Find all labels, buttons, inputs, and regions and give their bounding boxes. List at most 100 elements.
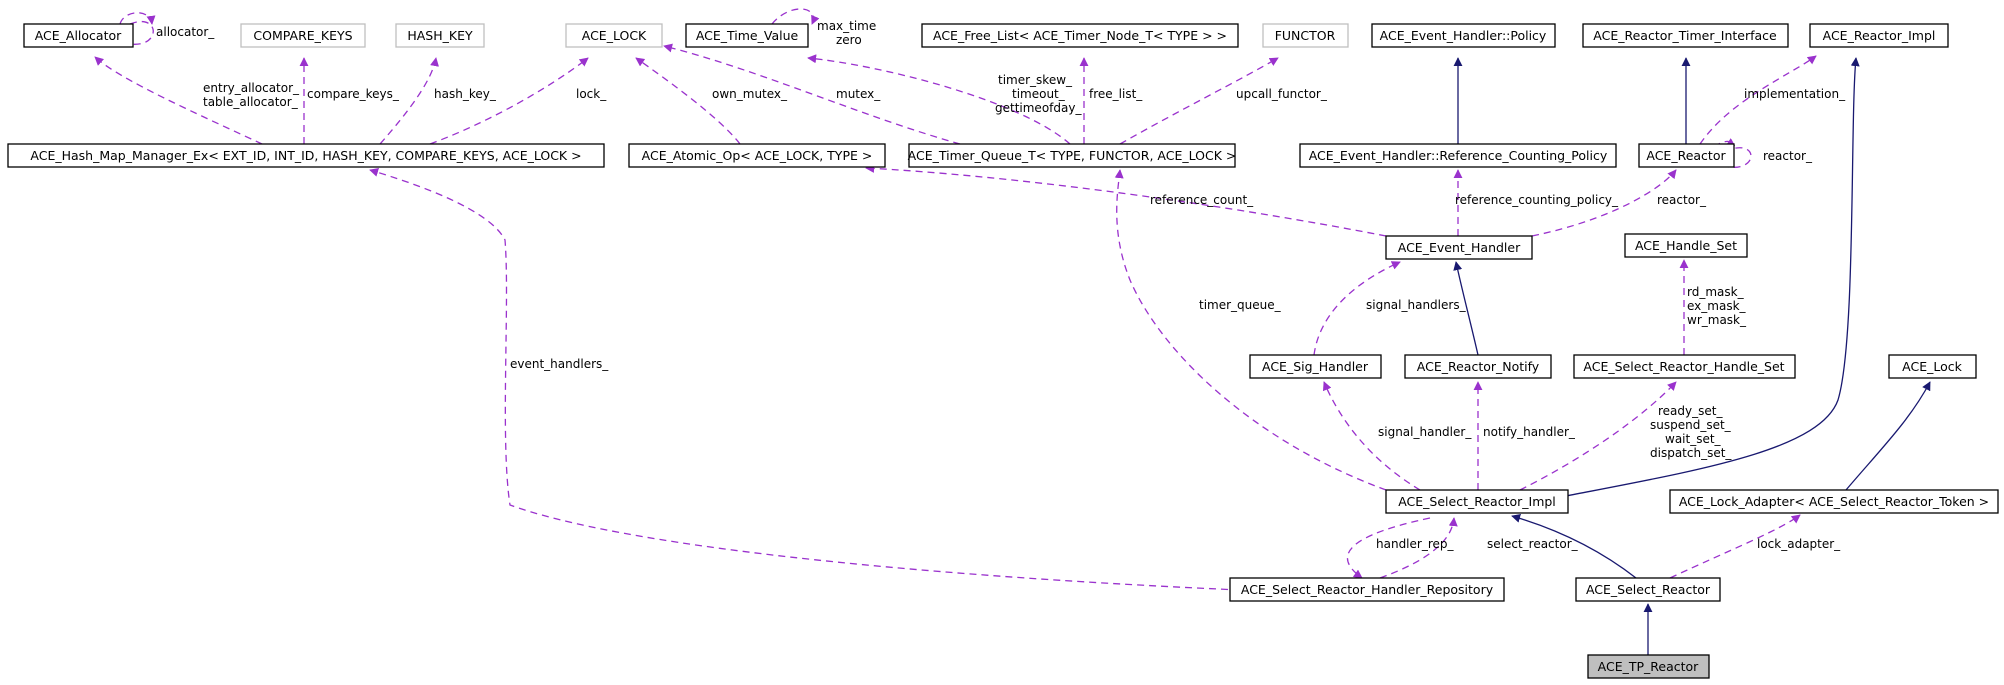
edge-impl-repo	[1346, 517, 1431, 579]
node-handler-repository[interactable]: ACE_Select_Reactor_Handler_Repository	[1229, 577, 1505, 602]
label-hash-key: hash_key_	[434, 87, 497, 101]
node-reactor[interactable]: ACE_Reactor	[1638, 143, 1735, 168]
node-ace-lock[interactable]: ACE_Lock	[1888, 354, 1977, 379]
label-compare-keys: compare_keys_	[307, 87, 400, 101]
node-select-reactor-impl[interactable]: ACE_Select_Reactor_Impl	[1385, 489, 1569, 514]
label-reactor-eh: reactor_	[1657, 193, 1707, 207]
edge-impl-hsset	[1519, 381, 1677, 491]
edge-hashmap-ace-lock	[429, 57, 589, 145]
label-event-handlers: event_handlers_	[510, 357, 609, 371]
node-rc-policy[interactable]: ACE_Event_Handler::Reference_Counting_Po…	[1299, 143, 1617, 168]
svg-text:ACE_Allocator: ACE_Allocator	[35, 28, 122, 43]
label-entry-allocator: entry_allocator_	[203, 81, 300, 95]
edge-labels: allocator_ entry_allocator_ table_alloca…	[156, 19, 1846, 551]
node-tp-reactor[interactable]: ACE_TP_Reactor	[1587, 654, 1710, 679]
node-functor[interactable]: FUNCTOR	[1262, 23, 1349, 48]
node-select-reactor[interactable]: ACE_Select_Reactor	[1575, 577, 1721, 602]
svg-text:ACE_Timer_Queue_T< TYPE, FUNCT: ACE_Timer_Queue_T< TYPE, FUNCTOR, ACE_LO…	[908, 148, 1237, 163]
label-lock-adapter: lock_adapter_	[1757, 537, 1841, 551]
label-max-time: max_time	[817, 19, 876, 33]
svg-text:ACE_Lock: ACE_Lock	[1902, 359, 1962, 374]
svg-text:ACE_Handle_Set: ACE_Handle_Set	[1635, 238, 1737, 253]
label-wr-mask: wr_mask_	[1687, 313, 1747, 327]
node-allocator[interactable]: ACE_Allocator	[23, 23, 134, 48]
label-signal-handlers: signal_handlers_	[1366, 298, 1467, 312]
edge-impl-reactorimpl	[1565, 57, 1860, 497]
label-mutex: mutex_	[836, 87, 881, 101]
edge-atomic-ace-lock	[635, 57, 741, 145]
edge-selreactor-lockadapter	[1669, 514, 1801, 579]
node-select-handle-set[interactable]: ACE_Select_Reactor_Handle_Set	[1573, 354, 1796, 379]
edge-lockadapter-acelock	[1845, 381, 1931, 491]
node-free-list[interactable]: ACE_Free_List< ACE_Timer_Node_T< TYPE > …	[921, 23, 1239, 48]
label-timer-skew: timer_skew_	[998, 73, 1073, 87]
label-timer-queue: timer_queue_	[1199, 298, 1282, 312]
svg-text:ACE_LOCK: ACE_LOCK	[582, 28, 647, 43]
edge-impl-sig	[1322, 381, 1421, 491]
node-timer-interface[interactable]: ACE_Reactor_Timer_Interface	[1582, 23, 1789, 48]
node-atomic-op[interactable]: ACE_Atomic_Op< ACE_LOCK, TYPE >	[628, 143, 886, 168]
edge-timerqueue-ace-lock	[663, 43, 961, 145]
label-reference-counting-policy: reference_counting_policy_	[1455, 193, 1619, 207]
edge-eh-atomic	[865, 163, 1387, 237]
node-event-handler[interactable]: ACE_Event_Handler	[1385, 235, 1533, 260]
node-hash-key[interactable]: HASH_KEY	[395, 23, 485, 48]
edge-allocator-self	[129, 21, 154, 45]
edge-repo-impl	[1379, 517, 1458, 579]
edge-notify-eh	[1453, 261, 1479, 356]
label-upcall-functor: upcall_functor_	[1236, 87, 1328, 101]
svg-text:ACE_Select_Reactor_Handler_Rep: ACE_Select_Reactor_Handler_Repository	[1241, 582, 1494, 597]
label-suspend-set: suspend_set_	[1650, 418, 1732, 432]
label-implementation: implementation_	[1744, 87, 1846, 101]
node-handle-set[interactable]: ACE_Handle_Set	[1624, 233, 1748, 258]
svg-text:COMPARE_KEYS: COMPARE_KEYS	[253, 28, 352, 43]
edge-repo-hashmap	[369, 168, 1241, 591]
edge-selreactor-impl	[1511, 513, 1637, 579]
label-reference-count: reference_count_	[1150, 193, 1254, 207]
edge-impl-timerqueue	[1114, 169, 1387, 491]
svg-text:ACE_Lock_Adapter< ACE_Select_R: ACE_Lock_Adapter< ACE_Select_Reactor_Tok…	[1679, 494, 1989, 509]
svg-text:ACE_Select_Reactor: ACE_Select_Reactor	[1586, 582, 1711, 597]
label-ready-set: ready_set_	[1658, 404, 1723, 418]
nodes: ACE_Allocator COMPARE_KEYS HASH_KEY ACE_…	[7, 23, 1999, 679]
svg-text:ACE_Free_List< ACE_Timer_Node_: ACE_Free_List< ACE_Timer_Node_T< TYPE > …	[933, 28, 1227, 43]
node-lock-adapter[interactable]: ACE_Lock_Adapter< ACE_Select_Reactor_Tok…	[1669, 489, 1999, 514]
edge-allocator-self-b	[119, 12, 156, 25]
node-eh-policy[interactable]: ACE_Event_Handler::Policy	[1371, 23, 1556, 48]
svg-text:ACE_TP_Reactor: ACE_TP_Reactor	[1598, 659, 1700, 674]
label-gettimeofday: gettimeofday_	[995, 101, 1082, 115]
svg-text:ACE_Time_Value: ACE_Time_Value	[696, 28, 799, 43]
label-reactor-self: reactor_	[1763, 149, 1813, 163]
svg-text:ACE_Reactor_Timer_Interface: ACE_Reactor_Timer_Interface	[1593, 28, 1777, 43]
node-ace-lock-template[interactable]: ACE_LOCK	[565, 23, 663, 48]
label-rd-mask: rd_mask_	[1687, 285, 1745, 299]
node-hash-map-manager[interactable]: ACE_Hash_Map_Manager_Ex< EXT_ID, INT_ID,…	[7, 143, 605, 168]
label-allocator-self: allocator_	[156, 25, 215, 39]
label-lock: lock_	[576, 87, 607, 101]
node-timer-queue[interactable]: ACE_Timer_Queue_T< TYPE, FUNCTOR, ACE_LO…	[908, 143, 1237, 168]
svg-text:ACE_Select_Reactor_Impl: ACE_Select_Reactor_Impl	[1398, 494, 1556, 509]
edge-reactor-reactorimpl	[1699, 55, 1817, 145]
node-sig-handler[interactable]: ACE_Sig_Handler	[1249, 354, 1382, 379]
edge-eh-reactor	[1531, 169, 1677, 237]
label-free-list: free_list_	[1089, 87, 1143, 101]
edge-sig-eh	[1313, 261, 1401, 356]
svg-text:ACE_Event_Handler::Reference_C: ACE_Event_Handler::Reference_Counting_Po…	[1309, 148, 1608, 163]
node-time-value[interactable]: ACE_Time_Value	[685, 23, 809, 48]
svg-text:ACE_Atomic_Op< ACE_LOCK, TYPE: ACE_Atomic_Op< ACE_LOCK, TYPE >	[642, 148, 873, 163]
node-compare-keys[interactable]: COMPARE_KEYS	[240, 23, 366, 48]
label-table-allocator: table_allocator_	[203, 95, 299, 109]
label-zero: zero	[836, 33, 862, 47]
label-dispatch-set: dispatch_set_	[1650, 446, 1732, 460]
svg-text:ACE_Reactor_Impl: ACE_Reactor_Impl	[1823, 28, 1936, 43]
edge-hashmap-hash-key	[379, 57, 439, 145]
edge-hashmap-allocator	[94, 56, 263, 145]
node-reactor-impl[interactable]: ACE_Reactor_Impl	[1809, 23, 1949, 48]
label-signal-handler: signal_handler_	[1378, 425, 1472, 439]
node-reactor-notify[interactable]: ACE_Reactor_Notify	[1404, 354, 1552, 379]
label-ex-mask: ex_mask_	[1687, 299, 1747, 313]
svg-text:ACE_Event_Handler::Policy: ACE_Event_Handler::Policy	[1380, 28, 1547, 43]
edge-timerqueue-timevalue	[807, 54, 1071, 145]
edge-timevalue-self	[771, 8, 820, 25]
